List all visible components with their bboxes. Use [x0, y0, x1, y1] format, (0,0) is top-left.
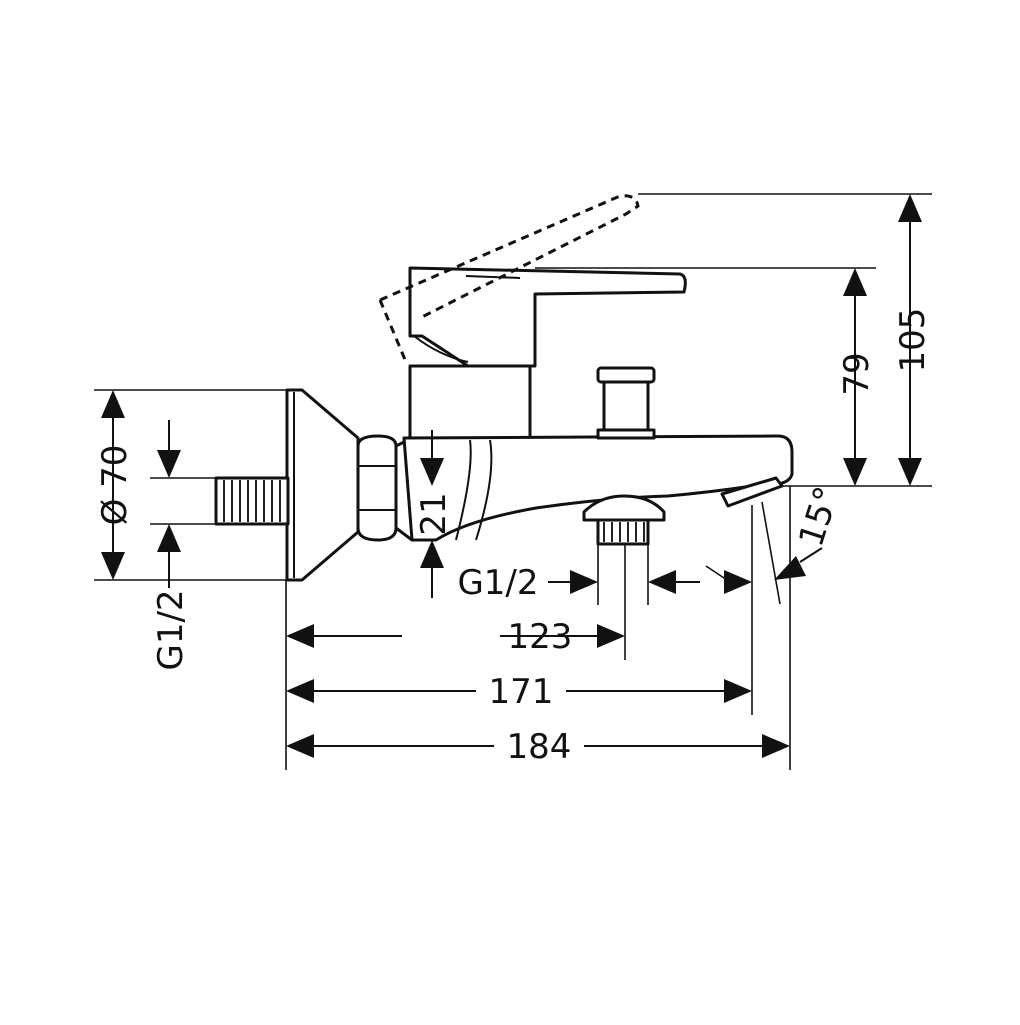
- dim-171-arrow-right: [724, 679, 752, 703]
- dim-70-arrow-bottom: [101, 552, 125, 580]
- dimension-79: [843, 268, 867, 486]
- dim-outlet-arrow-left: [570, 570, 598, 594]
- dimension-21: [420, 430, 444, 598]
- dim-123-arrow-left: [286, 624, 314, 648]
- dim-105-arrow-top: [898, 194, 922, 222]
- lever-handle: [408, 266, 687, 368]
- dim-184-arrow-right: [762, 734, 790, 758]
- wall-flange: [285, 388, 360, 582]
- dimension-inlet-thread: [157, 420, 181, 588]
- mixer-column: [408, 364, 532, 440]
- dim-inlet-arrow-bottom: [157, 524, 181, 552]
- aerator: [720, 476, 784, 508]
- inlet-thread: [214, 476, 290, 526]
- dim-105-arrow-bottom: [898, 458, 922, 486]
- dim-15-arrow: [774, 556, 806, 580]
- diverter-knob-cap: [596, 366, 656, 384]
- dim-outlet-arrow-right: [648, 570, 676, 594]
- dimension-123: [286, 624, 625, 648]
- shower-outlet-thread: [596, 518, 650, 546]
- dim-inlet-arrow-top: [157, 450, 181, 478]
- inlet-thread-hatch: [223, 480, 281, 522]
- dim-123-arrow-right: [597, 624, 625, 648]
- dimension-105: [898, 194, 922, 486]
- dim-label-15-degrees: 15°: [791, 482, 848, 552]
- dim-label-171: 171: [489, 672, 554, 712]
- dimension-184: [286, 734, 790, 758]
- dim-21-arrow-bottom: [420, 540, 444, 568]
- dim-79-arrow-top: [843, 268, 867, 296]
- hex-nut: [356, 434, 398, 542]
- dimension-angle-15: [774, 547, 823, 580]
- dim-21-arrow-top: [420, 458, 444, 486]
- dim-label-diameter-70: Ø 70: [95, 445, 135, 526]
- dim-label-105: 105: [893, 308, 933, 373]
- lever-open-position: [379, 194, 640, 320]
- diverter-knob-base: [596, 428, 656, 440]
- dim-label-outlet-thread: G1/2: [457, 563, 538, 603]
- dim-184-arrow-left: [286, 734, 314, 758]
- dim-79-arrow-bottom: [843, 458, 867, 486]
- dimension-171: [286, 679, 752, 703]
- spout-contour-2: [455, 439, 472, 541]
- dim-171-side-arrow: [724, 570, 752, 594]
- spout: [402, 434, 794, 542]
- dim-label-21: 21: [414, 492, 454, 535]
- dim-label-79: 79: [837, 352, 877, 395]
- lever-highlight: [465, 275, 521, 279]
- dimension-diameter-70: [101, 390, 125, 580]
- dim-label-123: 123: [508, 617, 573, 657]
- spout-contour: [475, 439, 493, 541]
- lever-bottom-curve: [413, 335, 469, 363]
- lever-open-back: [378, 299, 408, 363]
- faucet-body: [214, 194, 794, 582]
- diverter-knob: [602, 380, 650, 436]
- dim-label-inlet-thread: G1/2: [151, 589, 191, 670]
- shower-outlet-collar: [582, 494, 666, 522]
- dim-label-184: 184: [507, 727, 572, 767]
- dimension-outlet-thread: [548, 570, 752, 594]
- ext-line-angle-a: [761, 501, 781, 605]
- dim-70-arrow-top: [101, 390, 125, 418]
- dim-171-arrow-left: [286, 679, 314, 703]
